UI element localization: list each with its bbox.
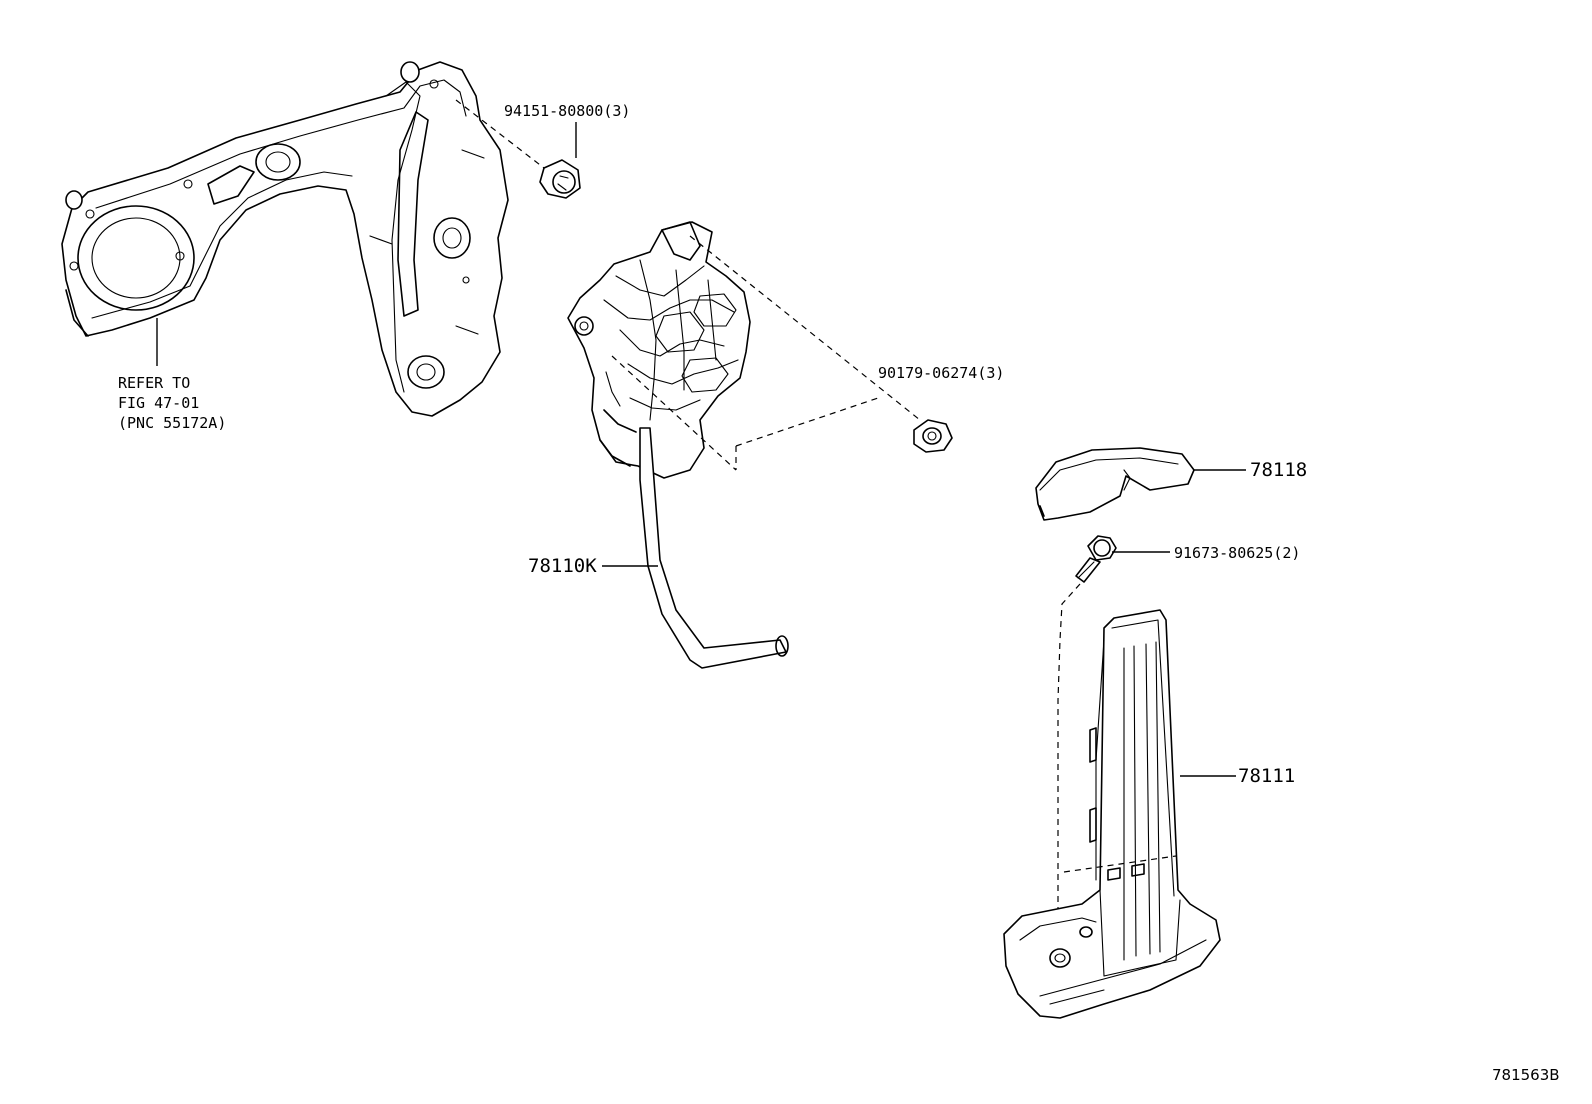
nut-94151 [455, 99, 581, 199]
nut-90179 [611, 235, 953, 471]
callout-94151: 94151-80800(3) [504, 102, 630, 120]
reference-note-line3: (PNC 55172A) [118, 414, 226, 432]
callout-78118: 78118 [1250, 459, 1307, 481]
callout-78110k: 78110K [528, 555, 597, 577]
callout-90179: 90179-06274(3) [878, 364, 1004, 382]
dash-panel-bracket [61, 61, 509, 417]
pedal-pad-78111 [1003, 609, 1221, 1019]
reference-note-line2: FIG 47-01 [118, 394, 199, 412]
screw-91673 [1057, 535, 1117, 955]
callout-78111: 78111 [1238, 765, 1295, 787]
reference-note-line1: REFER TO [118, 374, 190, 392]
callout-91673: 91673-80625(2) [1174, 544, 1300, 562]
pedal-bracket-assy-78110k [567, 221, 789, 669]
pedal-cover-78118 [1035, 447, 1195, 521]
figure-id: 781563B [1492, 1066, 1560, 1084]
